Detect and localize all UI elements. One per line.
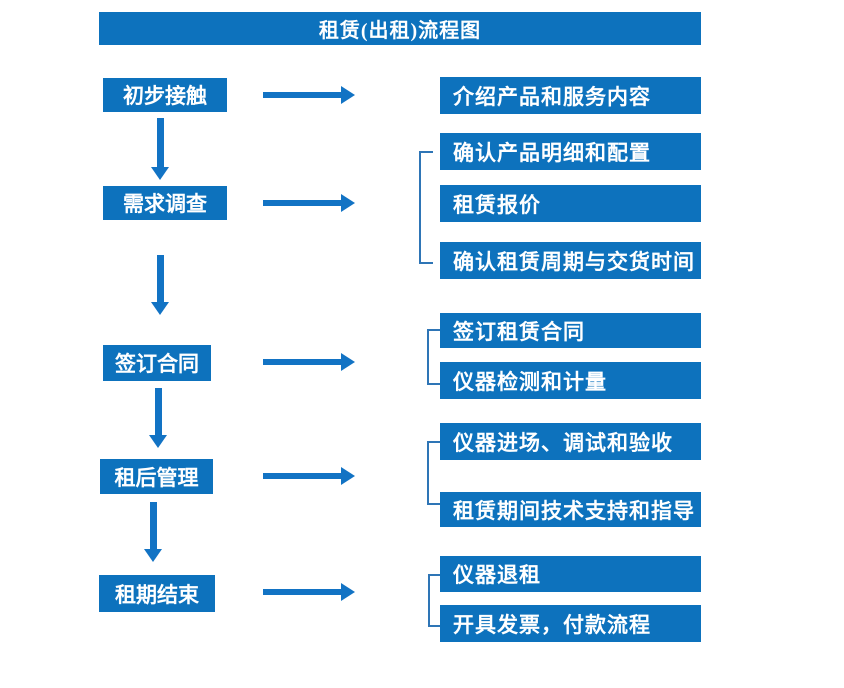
group-bracket-rental-end [428, 574, 442, 627]
arrow-shaft [263, 473, 342, 479]
right-arrow-3 [263, 353, 355, 371]
arrow-head [341, 583, 355, 601]
arrow-shaft [149, 502, 157, 550]
arrow-head [144, 549, 162, 562]
detail-box-confirm-product-config: 确认产品明细和配置 [440, 133, 701, 170]
diagram-title: 租赁(出租)流程图 [99, 12, 701, 45]
arrow-shaft [263, 92, 342, 98]
arrow-shaft [263, 359, 342, 365]
arrow-shaft [156, 255, 164, 303]
step-box-initial-contact: 初步接触 [103, 78, 227, 112]
arrow-head [341, 467, 355, 485]
detail-box-instrument-setup-acceptance: 仪器进场、调试和验收 [440, 423, 701, 460]
step-box-rental-end: 租期结束 [99, 575, 215, 612]
step-box-post-rental-management: 租后管理 [100, 459, 213, 494]
group-bracket-demand-survey [419, 151, 433, 264]
down-arrow-3 [149, 388, 167, 448]
down-arrow-2 [151, 255, 169, 315]
arrow-head [151, 302, 169, 315]
step-box-sign-contract: 签订合同 [103, 345, 211, 381]
arrow-shaft [263, 589, 342, 595]
detail-box-rental-quotation: 租赁报价 [440, 185, 701, 222]
down-arrow-4 [144, 502, 162, 562]
detail-box-instrument-return: 仪器退租 [440, 556, 701, 592]
detail-box-invoice-payment: 开具发票，付款流程 [440, 605, 701, 642]
arrow-head [149, 435, 167, 448]
down-arrow-1 [151, 118, 169, 180]
arrow-shaft [263, 200, 342, 206]
detail-box-confirm-period-delivery: 确认租赁周期与交货时间 [440, 242, 701, 279]
step-box-demand-survey: 需求调查 [103, 186, 227, 220]
right-arrow-4 [263, 467, 355, 485]
detail-box-introduce-products-services: 介绍产品和服务内容 [440, 77, 701, 114]
arrow-head [341, 353, 355, 371]
right-arrow-2 [263, 194, 355, 212]
detail-box-instrument-testing-metering: 仪器检测和计量 [440, 362, 701, 399]
detail-box-sign-rental-contract: 签订租赁合同 [440, 313, 701, 348]
group-bracket-post-rental [427, 441, 441, 505]
arrow-head [341, 194, 355, 212]
detail-box-tech-support-guidance: 租赁期间技术支持和指导 [440, 492, 701, 527]
arrow-head [341, 86, 355, 104]
group-bracket-sign-contract [427, 329, 441, 385]
right-arrow-5 [263, 583, 355, 601]
arrow-shaft [156, 118, 164, 168]
arrow-shaft [154, 388, 162, 436]
arrow-head [151, 167, 169, 180]
right-arrow-1 [263, 86, 355, 104]
